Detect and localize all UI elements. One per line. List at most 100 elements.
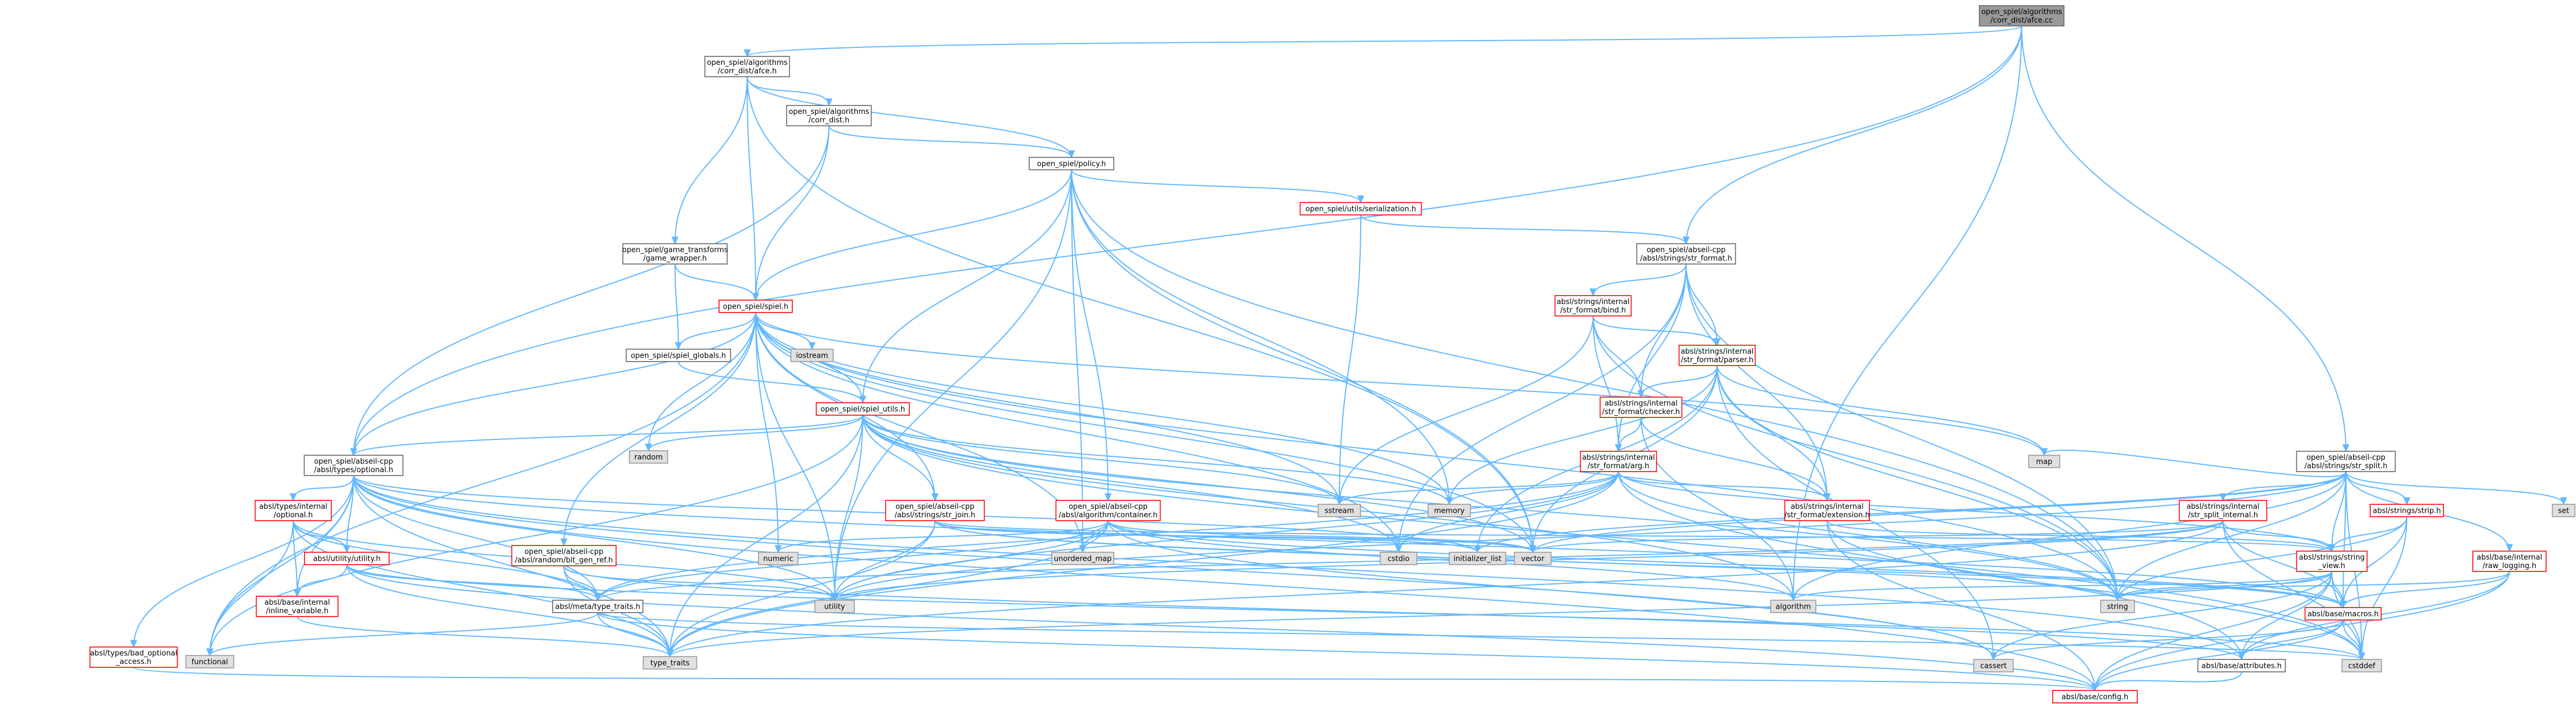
- edge-utility_h-to-inline_variable_h: [297, 564, 347, 596]
- node-string-view-h[interactable]: absl/strings/string_view.h: [2296, 551, 2368, 572]
- node-checker-h[interactable]: absl/strings/internal/str_format/checker…: [1599, 397, 1683, 418]
- node-meta-type-traits-h[interactable]: absl/meta/type_traits.h: [552, 600, 643, 613]
- edge-arg_h-to-memory: [1449, 471, 1619, 504]
- edge-spiel_utils_h-to-cstdio: [862, 415, 1399, 552]
- node-spiel-globals-h[interactable]: open_spiel/spiel_globals.h: [625, 349, 731, 362]
- node-label: /corr_dist.h: [809, 116, 850, 125]
- edge-utility_h-to-type_traits: [346, 564, 670, 657]
- node-bind-h[interactable]: absl/strings/internal/str_format/bind.h: [1554, 295, 1632, 316]
- node-extension-h[interactable]: absl/strings/internal/str_format/extensi…: [1784, 500, 1870, 521]
- node-str-split-internal-h[interactable]: absl/strings/internal/str_split_internal…: [2178, 500, 2268, 521]
- node-bit-gen-ref-h[interactable]: open_spiel/abseil-cpp/absl/random/bit_ge…: [511, 545, 617, 566]
- node-bad-optional-access-h[interactable]: absl/types/bad_optional_access.h: [89, 646, 178, 668]
- node-label: /optional.h: [274, 511, 312, 520]
- node-config-h[interactable]: absl/base/config.h: [2052, 690, 2138, 703]
- edge-string_view_h-to-type_traits: [670, 571, 2332, 657]
- edge-spiel_utils_h-to-functional: [210, 415, 863, 655]
- node-internal-optional-h[interactable]: absl/types/internal/optional.h: [254, 500, 332, 521]
- edge-checker_h-to-algorithm: [1640, 417, 1793, 600]
- node-box: [1784, 500, 1870, 521]
- edge-policy_h-to-string: [1071, 169, 2118, 600]
- edge-parser_h-to-string: [1717, 365, 2118, 600]
- node-spiel-h[interactable]: open_spiel/spiel.h: [718, 300, 793, 313]
- edge-root-to-str_format_h: [1686, 25, 2022, 244]
- edge-optional_h-to-config_h: [353, 475, 2095, 690]
- node-map: map: [2028, 455, 2061, 468]
- edge-meta_type_traits_h-to-functional: [210, 612, 598, 655]
- node-label: open_spiel/abseil-cpp: [1647, 246, 1726, 254]
- edge-attributes_h-to-config_h: [2095, 671, 2242, 690]
- node-label: absl/base/config.h: [2062, 693, 2129, 702]
- edge-bind_h-to-arg_h: [1593, 315, 1618, 451]
- node-macros-h[interactable]: absl/base/macros.h: [2304, 607, 2382, 621]
- node-box: [642, 656, 698, 670]
- node-box: [1317, 504, 1361, 517]
- node-raw-logging-h[interactable]: absl/base/internal/raw_logging.h: [2472, 551, 2547, 572]
- node-optional-h[interactable]: open_spiel/abseil-cpp/absl/types/optiona…: [303, 455, 404, 476]
- node-box: [2296, 451, 2396, 472]
- node-afce-h[interactable]: open_spiel/algorithms/corr_dist/afce.h: [704, 56, 790, 77]
- edge-game_wrapper_h-to-spiel_h: [674, 263, 756, 300]
- node-container-h[interactable]: open_spiel/abseil-cpp/absl/algorithm/con…: [1055, 500, 1161, 521]
- node-inline-variable-h[interactable]: absl/base/internal/inline_variable.h: [255, 596, 339, 617]
- edge-arg_h-to-string: [1618, 471, 2118, 600]
- node-label: /absl/strings/str_format.h: [1640, 254, 1732, 263]
- node-box: [2296, 551, 2368, 572]
- node-label: initializer_list: [1453, 555, 1501, 564]
- node-game-wrapper-h[interactable]: open_spiel/game_transforms/game_wrapper.…: [622, 243, 728, 265]
- node-box: [1427, 504, 1471, 517]
- node-str-format-h[interactable]: open_spiel/abseil-cpp/absl/strings/str_f…: [1636, 243, 1736, 265]
- node-box: [2197, 659, 2286, 672]
- node-box: [1599, 397, 1683, 418]
- node-unordered-map: unordered_map: [1051, 552, 1114, 565]
- edge-meta_type_traits_h-to-cstddef: [597, 612, 2362, 659]
- node-box: [1051, 552, 1114, 565]
- node-box: [1770, 600, 1816, 613]
- edge-spiel_h-to-map: [755, 312, 2044, 455]
- node-str-join-h[interactable]: open_spiel/abseil-cpp/absl/strings/str_j…: [885, 500, 985, 521]
- edge-root-to-str_split_h: [2021, 25, 2346, 451]
- edge-serialization_h-to-sstream: [1339, 214, 1361, 504]
- node-box: [2178, 500, 2268, 521]
- node-label: absl/base/internal: [264, 599, 330, 607]
- node-box: [1979, 5, 2065, 27]
- node-label: open_spiel/policy.h: [1037, 160, 1106, 169]
- node-label: absl/strings/internal: [1582, 454, 1655, 462]
- node-label: open_spiel/spiel.h: [723, 303, 788, 311]
- node-functional: functional: [185, 655, 235, 668]
- node-arg-h[interactable]: absl/strings/internal/str_format/arg.h: [1580, 451, 1657, 472]
- node-label: type_traits: [650, 659, 690, 668]
- node-label: /corr_dist/afce.cc: [1991, 16, 2053, 25]
- edge-policy_h-to-utility: [835, 169, 1072, 600]
- node-utility-h[interactable]: absl/utility/utility.h: [304, 552, 390, 565]
- edge-str_format_h-to-cstdio: [1399, 263, 1687, 552]
- node-label: memory: [1434, 507, 1465, 516]
- edge-root-to-afce_h: [747, 25, 2022, 56]
- node-serialization-h[interactable]: open_spiel/utils/serialization.h: [1299, 202, 1422, 215]
- node-box: [304, 552, 390, 565]
- node-box: [254, 500, 332, 521]
- node-strip-h[interactable]: absl/strings/strip.h: [2370, 504, 2444, 517]
- edge-spiel_utils_h-to-optional_h: [354, 415, 863, 455]
- edge-str_join_h-to-vector: [934, 520, 1533, 552]
- edge-afce_h-to-game_wrapper_h: [675, 76, 748, 244]
- node-box: [814, 600, 855, 613]
- node-policy-h[interactable]: open_spiel/policy.h: [1029, 157, 1114, 170]
- edge-str_split_h-to-strip_h: [2345, 471, 2407, 504]
- node-str-split-h[interactable]: open_spiel/abseil-cpp/absl/strings/str_s…: [2296, 451, 2396, 472]
- edge-parser_h-to-map: [1717, 365, 2044, 455]
- node-attributes-h[interactable]: absl/base/attributes.h: [2197, 659, 2286, 672]
- edge-spiel_h-to-iostream: [755, 312, 812, 349]
- node-box: [185, 655, 235, 668]
- node-corr-dist-h[interactable]: open_spiel/algorithms/corr_dist.h: [786, 105, 872, 126]
- node-label: absl/utility/utility.h: [313, 555, 381, 564]
- node-spiel-utils-h[interactable]: open_spiel/spiel_utils.h: [815, 402, 910, 416]
- node-parser-h[interactable]: absl/strings/internal/str_format/parser.…: [1678, 345, 1756, 366]
- edge-arg_h-to-type_traits: [670, 471, 1619, 657]
- edge-internal_optional_h-to-meta_type_traits_h: [293, 520, 598, 600]
- edge-extension_h-to-string_view_h: [1827, 520, 2332, 551]
- node-box: [303, 455, 404, 476]
- node-label: absl/base/attributes.h: [2202, 662, 2282, 671]
- edge-spiel_utils_h-to-cstddef: [862, 415, 2362, 659]
